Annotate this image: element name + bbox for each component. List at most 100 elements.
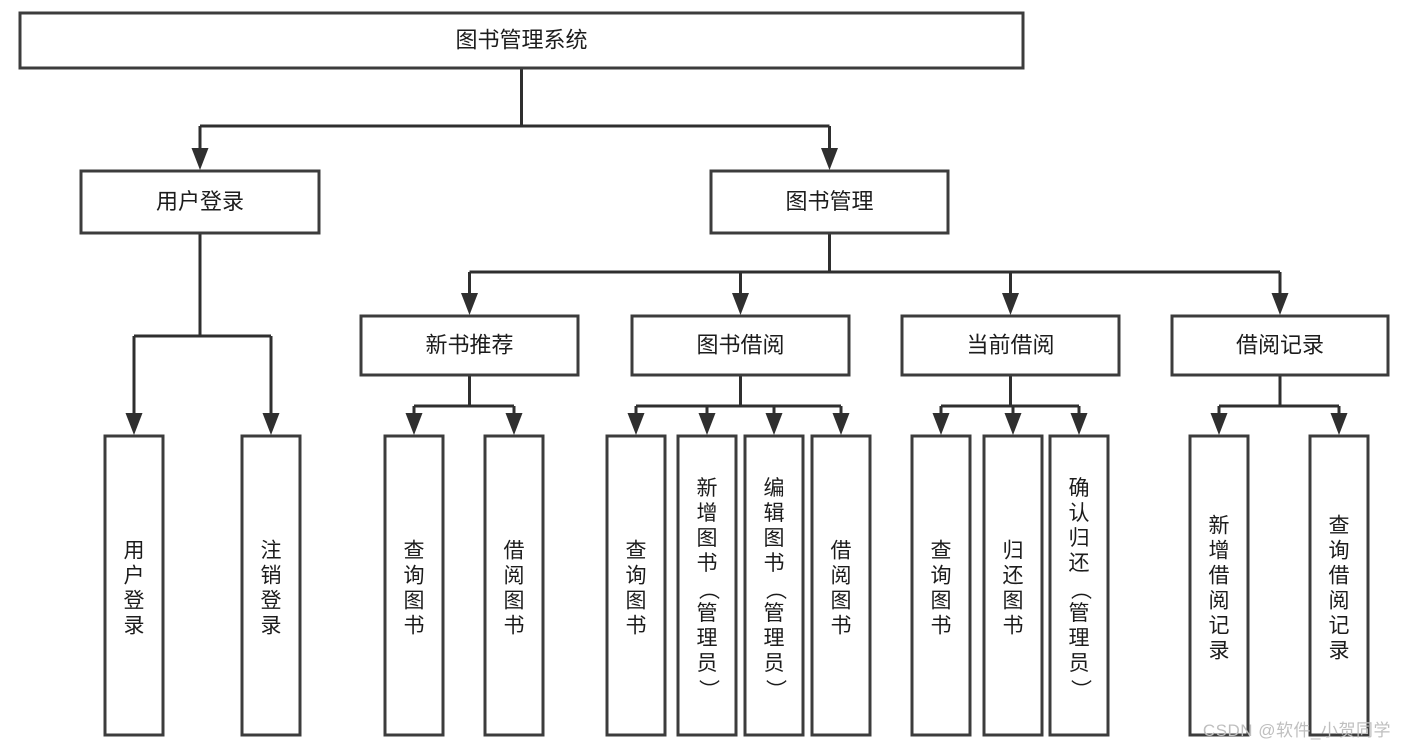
node-box[interactable] [810,434,872,737]
csdn-watermark: CSDN @软件_小贺同学 [1202,721,1391,740]
node-label-char: 录 [124,615,145,638]
connector-group [461,233,1289,315]
connector-group [627,375,850,435]
node-box[interactable] [79,169,321,235]
connector-group [405,375,523,435]
node-box[interactable] [630,314,851,377]
node-box[interactable] [483,434,545,737]
node-box[interactable] [240,434,302,737]
node-label-char: 图 [831,590,852,613]
node-box[interactable] [910,434,972,737]
node-label: 图书借阅 [696,332,784,357]
node-label-char: 辑 [764,502,785,525]
node-label: 新书推荐 [425,332,513,357]
arrow-head-icon [1002,293,1019,315]
node-label-char: 新 [697,477,718,500]
arrow-head-icon [765,413,783,435]
node-current[interactable]: 当前借阅 [900,314,1121,377]
node-box[interactable] [103,434,165,737]
node-label-char: 员 [764,652,785,675]
node-label-char: 确 [1069,477,1090,500]
node-label-char: 图 [626,590,647,613]
node-label-char: 询 [1329,540,1350,563]
node-f-login-1[interactable]: 用户登录 [103,434,165,737]
node-label-char: 书 [931,615,952,638]
node-label-char: （ [696,579,719,600]
node-label-char: 编 [764,477,785,500]
node-borrow[interactable]: 图书借阅 [630,314,851,377]
node-newbook[interactable]: 新书推荐 [359,314,580,377]
node-root[interactable]: 图书管理系统 [18,11,1025,70]
arrow-head-icon [821,148,838,170]
node-box[interactable] [900,314,1121,377]
node-label-char: 书 [626,615,647,638]
node-label-char: 还 [1003,565,1024,588]
arrow-head-icon [698,413,716,435]
arrow-head-icon [1271,293,1289,315]
node-label-char: 阅 [1329,590,1350,613]
node-bookmgmt[interactable]: 图书管理 [709,169,950,235]
node-box[interactable] [1308,434,1370,737]
node-box[interactable] [605,434,667,737]
arrow-head-icon [1330,413,1348,435]
node-label-char: 户 [124,565,145,588]
node-box[interactable] [982,434,1044,737]
arrow-head-icon [1070,413,1088,435]
arrow-head-icon [1004,413,1022,435]
node-box[interactable] [1170,314,1390,377]
nodes-layer: 图书管理系统用户登录图书管理新书推荐图书借阅当前借阅借阅记录用户登录注销登录查询… [18,11,1390,737]
node-box[interactable] [743,434,805,737]
node-label-char: 阅 [831,565,852,588]
node-label-char: 注 [261,540,282,563]
node-box[interactable] [676,434,738,737]
node-label-char: 新 [1209,515,1230,538]
node-box[interactable] [709,169,950,235]
node-label-char: 询 [626,565,647,588]
arrow-head-icon [832,413,850,435]
node-box[interactable] [1188,434,1250,737]
node-label-char: ） [763,679,786,700]
connector-group [191,68,838,170]
node-label-char: ） [696,679,719,700]
arrow-head-icon [262,413,280,435]
node-box[interactable] [18,11,1025,70]
node-label-char: 记 [1209,615,1230,638]
node-label-char: 员 [697,652,718,675]
node-box[interactable] [359,314,580,377]
arrow-head-icon [932,413,950,435]
node-box[interactable] [1048,434,1110,737]
node-label-char: 借 [1329,565,1350,588]
node-label-char: 理 [697,627,718,650]
connector-group [1210,375,1348,435]
node-box[interactable] [383,434,445,737]
node-records[interactable]: 借阅记录 [1170,314,1390,377]
node-label-char: 图 [764,527,785,550]
node-label-char: 询 [404,565,425,588]
arrow-head-icon [125,413,143,435]
node-login[interactable]: 用户登录 [79,169,321,235]
node-label-char: 书 [831,615,852,638]
node-label-char: 录 [1329,640,1350,663]
node-label-char: 借 [1209,565,1230,588]
node-label-char: 借 [831,540,852,563]
node-label-char: 书 [764,552,785,575]
node-label-char: 用 [124,540,145,563]
node-label: 图书管理系统 [455,27,587,52]
node-label-char: 录 [1209,640,1230,663]
node-label-char: 书 [504,615,525,638]
node-label-char: 理 [1069,627,1090,650]
